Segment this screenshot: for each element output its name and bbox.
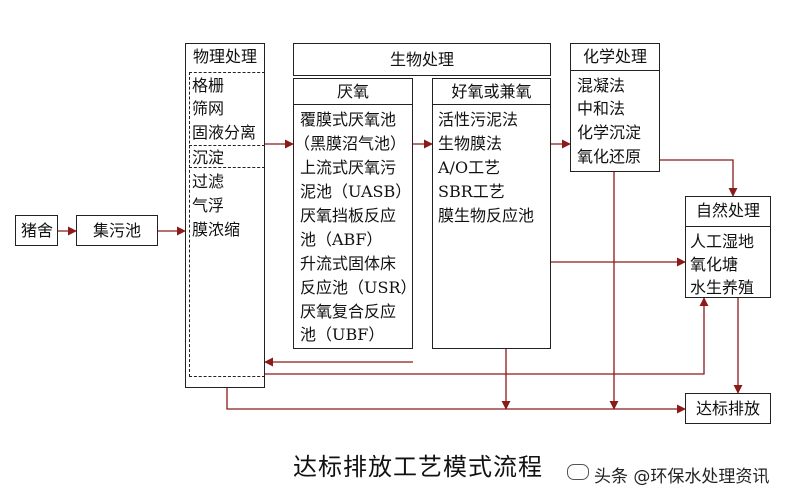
natural-divider	[685, 226, 771, 227]
pig-house-label: 猪舍	[21, 221, 54, 240]
physical-dashed-upper	[189, 72, 265, 168]
arrow-chemical-to-natural	[660, 159, 738, 197]
anaerobic-item: 反应池（USR）	[300, 278, 417, 297]
anaerobic-item: 覆膜式厌氧池	[300, 110, 397, 129]
aerobic-title: 好氧或兼氧	[451, 82, 532, 101]
pig-house-node: 猪舍	[15, 215, 58, 246]
chemical-treatment-box: 化学处理	[570, 43, 660, 172]
collection-tank-node: 集污池	[76, 215, 158, 246]
discharge-node: 达标排放	[685, 393, 771, 424]
physical-item: 固液分离	[192, 123, 257, 142]
chemical-item: 氧化还原	[577, 147, 642, 166]
arrow-loop-to-natural	[265, 297, 709, 375]
discharge-label: 达标排放	[695, 399, 760, 418]
anaerobic-item: 池（UBF）	[300, 325, 385, 344]
anaerobic-item: 升流式固体床	[300, 254, 397, 273]
aerobic-item: SBR工艺	[438, 182, 505, 201]
anaerobic-item: 池（ABF）	[300, 230, 383, 249]
aerobic-item: 生物膜法	[438, 134, 503, 153]
physical-item: 气浮	[192, 196, 225, 215]
chemical-item: 中和法	[577, 99, 626, 118]
natural-title: 自然处理	[695, 201, 760, 220]
aerobic-box: 好氧或兼氧	[432, 78, 551, 349]
anaerobic-item: （黑膜沼气池）	[294, 134, 407, 153]
natural-item: 人工湿地	[690, 232, 755, 251]
natural-treatment-box: 自然处理	[685, 196, 771, 298]
chemical-title: 化学处理	[582, 47, 647, 66]
physical-item: 格栅	[192, 76, 225, 95]
arrow-physical-to-discharge	[226, 388, 686, 414]
anaerobic-item: 厌氧复合反应	[300, 302, 397, 321]
aerobic-item: 活性污泥法	[438, 110, 519, 129]
chemical-divider	[570, 70, 660, 71]
physical-item: 沉淀	[192, 148, 225, 167]
physical-item: 膜浓缩	[192, 220, 241, 239]
physical-dashed-lower	[189, 145, 265, 377]
anaerobic-item: 厌氧挡板反应	[300, 206, 397, 225]
chat-bubble-icon	[567, 464, 589, 480]
anaerobic-item: 上流式厌氧污	[300, 158, 397, 177]
biological-title-box: 生物处理	[293, 43, 551, 76]
physical-item: 过滤	[192, 172, 225, 191]
chemical-item: 混凝法	[577, 76, 626, 95]
natural-item: 水生养殖	[690, 278, 755, 297]
anaerobic-divider	[293, 104, 413, 105]
aerobic-item: 膜生物反应池	[438, 206, 535, 225]
anaerobic-title: 厌氧	[336, 82, 369, 101]
natural-item: 氧化塘	[690, 255, 739, 274]
diagram-caption: 达标排放工艺模式流程	[293, 453, 543, 481]
aerobic-divider	[432, 104, 551, 105]
anaerobic-item: 泥池（UASB）	[300, 182, 412, 201]
biological-title: 生物处理	[389, 50, 454, 69]
chemical-item: 化学沉淀	[577, 123, 642, 142]
physical-title: 物理处理	[192, 47, 257, 66]
physical-item: 筛网	[192, 99, 225, 118]
collection-tank-label: 集污池	[93, 221, 142, 240]
anaerobic-box: 厌氧	[293, 78, 413, 349]
aerobic-item: A/O工艺	[438, 158, 501, 177]
watermark-text: 头条 @环保水处理资讯	[594, 467, 770, 487]
